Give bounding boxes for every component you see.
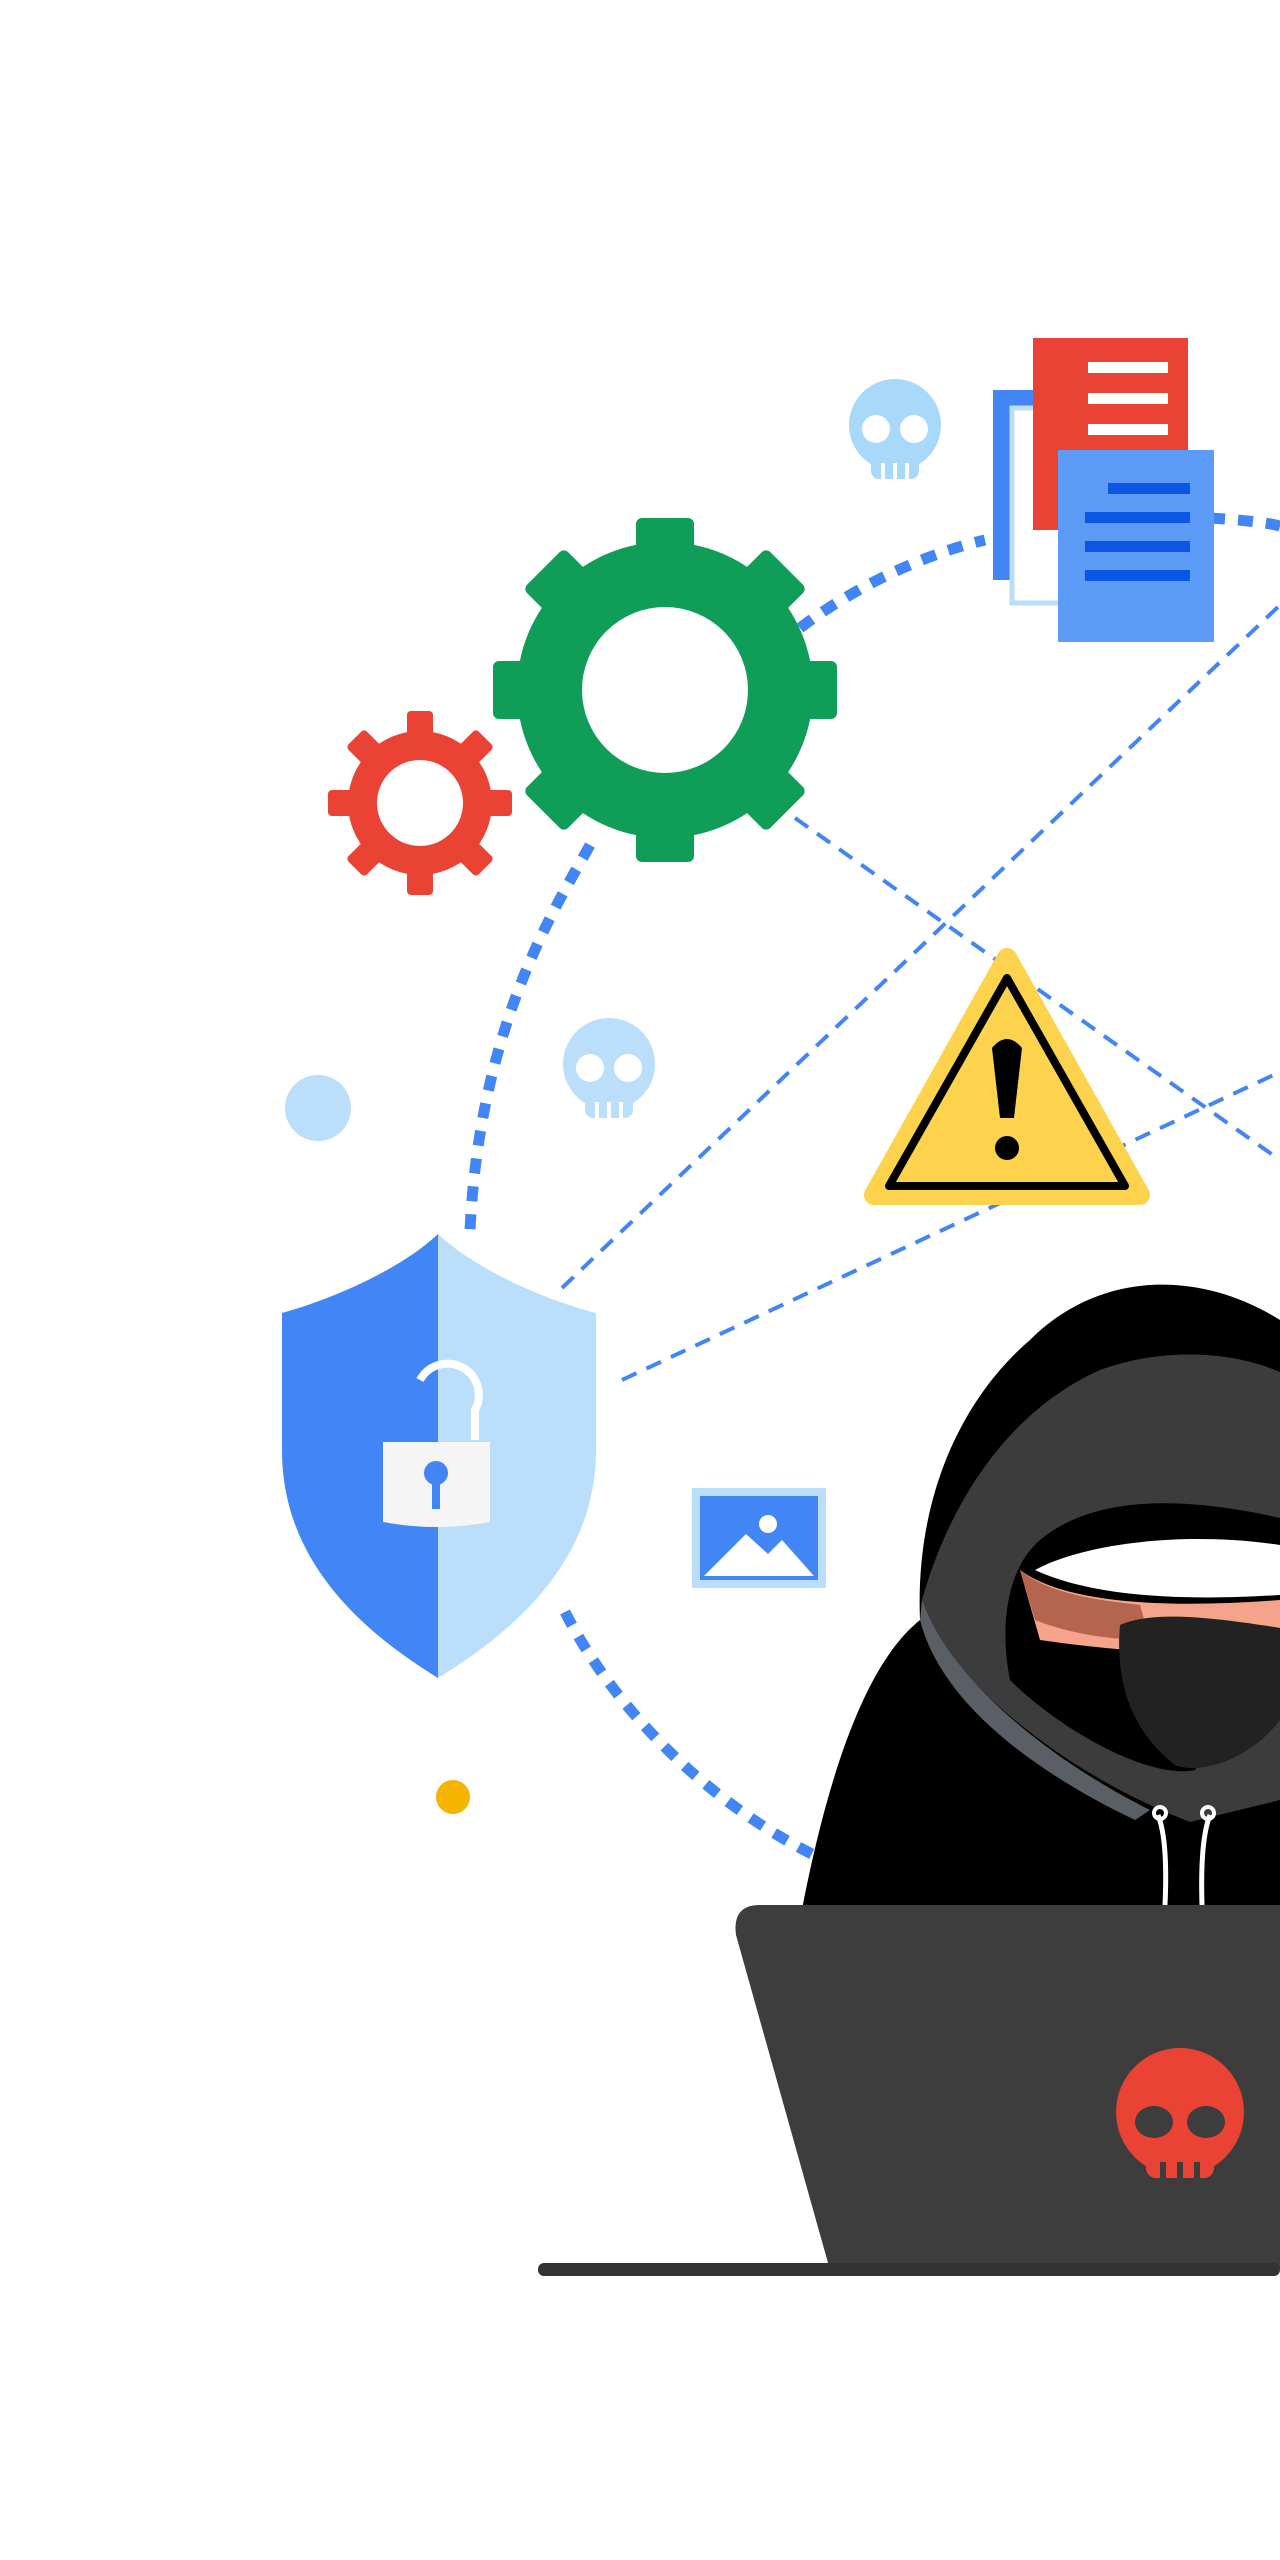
decorative-dot-blue: [285, 1075, 351, 1141]
laptop-icon: [538, 1905, 1280, 2276]
connection-arc-top: [464, 842, 595, 1231]
connection-arc-gear-doc: [796, 534, 987, 633]
image-icon: [692, 1488, 826, 1588]
skull-icon: [563, 1018, 655, 1118]
decorative-dot-yellow: [436, 1780, 470, 1814]
laptop-base: [538, 2263, 1280, 2276]
shield-icon: [282, 1234, 596, 1678]
connection-line-2: [621, 1070, 1280, 1382]
gear-icon: [493, 518, 837, 862]
connection-line-3: [793, 816, 1280, 1162]
document-icon: [993, 338, 1214, 642]
connection-arc-bottom: [560, 1609, 823, 1863]
skull-icon: [1116, 2048, 1244, 2180]
gear-icon: [328, 711, 512, 895]
padlock-open-icon: [383, 1359, 490, 1527]
drawstring-eyelet: [1152, 1805, 1168, 1821]
connection-line-1: [560, 603, 1280, 1290]
skull-icon: [849, 379, 941, 479]
warning-icon: [864, 948, 1150, 1205]
connection-arc-doc-right: [1209, 512, 1280, 532]
goggles: [1035, 1539, 1280, 1598]
hood-rim: [920, 1600, 1150, 1820]
face-mask: [1119, 1616, 1280, 1768]
face-shadow: [1020, 1570, 1150, 1640]
drawstring-eyelet: [1200, 1805, 1216, 1821]
network-connections: [464, 512, 1280, 1863]
hacker-figure: [800, 1284, 1280, 1920]
